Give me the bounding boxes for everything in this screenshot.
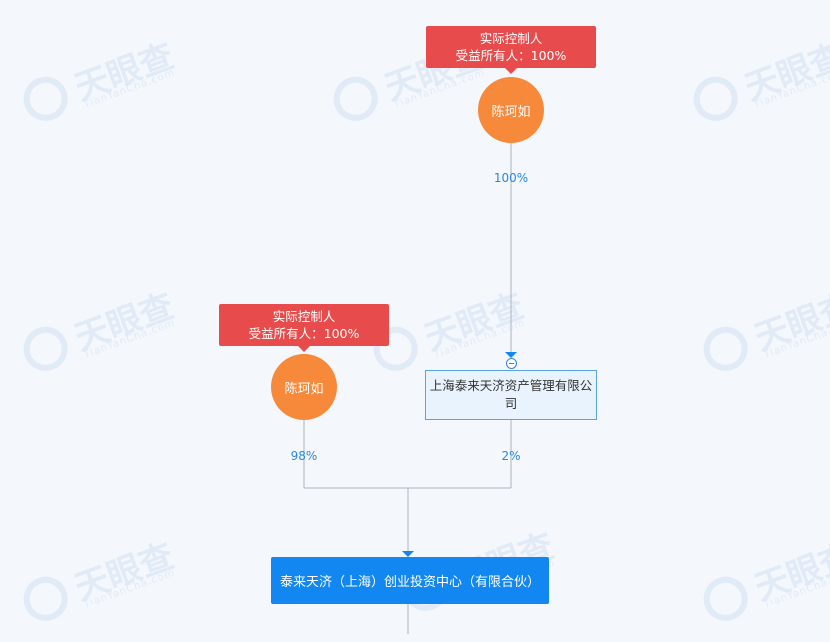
controller-tag-top: 实际控制人 受益所有人：100% — [426, 26, 596, 74]
person-node-left[interactable]: 陈珂如 — [271, 354, 337, 420]
percent-label-company: 2% — [501, 449, 521, 463]
person-name: 陈珂如 — [284, 381, 324, 397]
controller-tag-left: 实际控制人 受益所有人：100% — [219, 304, 389, 352]
arrow-into-target — [402, 551, 414, 557]
person-name: 陈珂如 — [491, 104, 531, 120]
tag-title: 实际控制人 — [479, 31, 543, 46]
arrow-into-company — [505, 352, 517, 358]
company-node[interactable]: 上海泰来天济资产管理有限公司 — [425, 370, 597, 420]
tag-title: 实际控制人 — [272, 309, 336, 324]
collapse-icon[interactable] — [506, 358, 517, 369]
percent-label-left: 98% — [290, 449, 318, 463]
target-company-node[interactable]: 泰来天济（上海）创业投资中心（有限合伙） — [271, 557, 549, 604]
person-node-top[interactable]: 陈珂如 — [478, 77, 544, 143]
company-name: 上海泰来天济资产管理有限公司 — [429, 378, 593, 411]
tag-beneficiary: 受益所有人：100% — [248, 326, 360, 341]
percent-label-top: 100% — [493, 171, 529, 185]
target-company-name: 泰来天济（上海）创业投资中心（有限合伙） — [279, 575, 540, 590]
tag-beneficiary: 受益所有人：100% — [455, 48, 567, 63]
